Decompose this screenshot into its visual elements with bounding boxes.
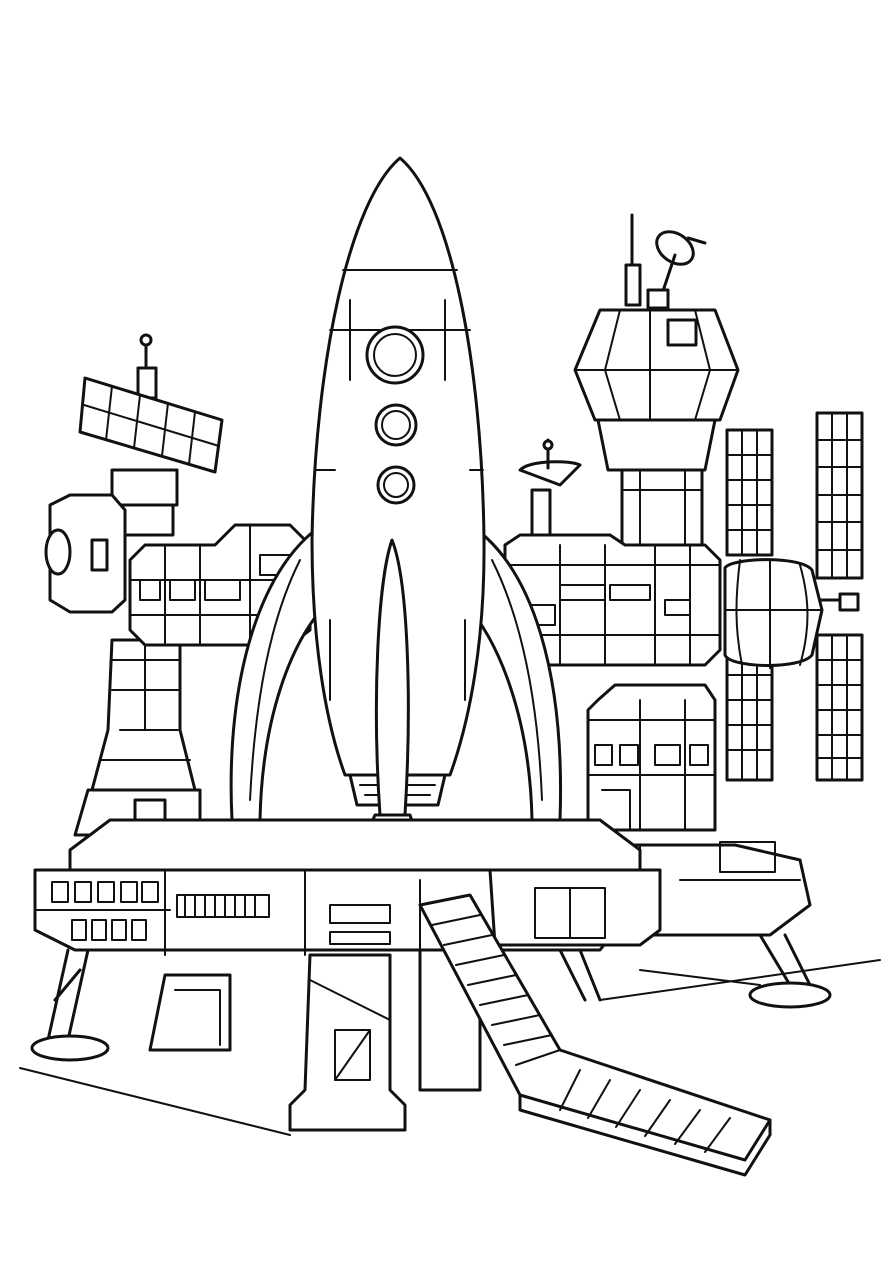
launch-platform [33,818,662,956]
right-tower [518,213,740,547]
ground-lines [19,959,881,1136]
boarding-ramp [418,893,772,1177]
rocket [310,156,486,817]
left-solar-panel [78,376,224,474]
left-tower [44,333,224,837]
right-station-module [503,533,824,669]
satellite-dish [655,230,695,266]
porthole-large [365,325,425,385]
